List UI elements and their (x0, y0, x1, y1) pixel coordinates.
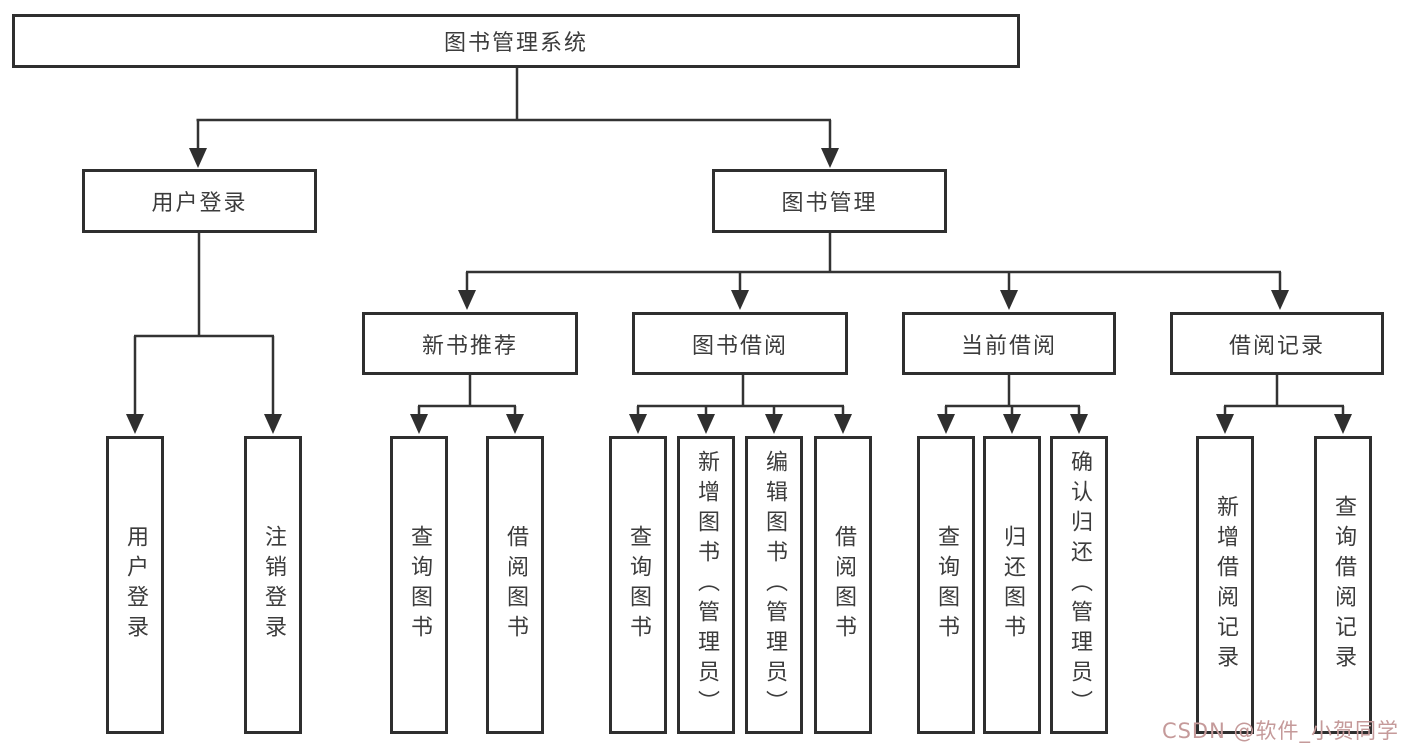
node-label: 图书管理 (781, 191, 878, 216)
leaf-user-login: 用户登录 (106, 436, 164, 734)
node-label: 新书推荐 (421, 333, 518, 359)
node-label: 查询图书 (934, 525, 959, 645)
node-user-login: 用户登录 (82, 169, 317, 233)
csdn-watermark: CSDN @软件_小贺同学 (1161, 719, 1399, 743)
node-label: 确认归还（管理员） (1067, 450, 1092, 720)
leaf-logout: 注销登录 (244, 436, 302, 734)
node-label: 借阅图书 (503, 525, 528, 645)
node-label: 图书借阅 (691, 333, 788, 359)
leaf-current-confirm-return: 确认归还（管理员） (1050, 436, 1108, 734)
node-label: 查询借阅记录 (1331, 495, 1356, 675)
node-label: 图书管理系统 (443, 31, 588, 56)
leaf-borrowing-borrow-book: 借阅图书 (814, 436, 872, 734)
leaf-records-query-record: 查询借阅记录 (1314, 436, 1372, 734)
node-current-borrowing: 当前借阅 (902, 312, 1116, 375)
node-label: 编辑图书（管理员） (762, 450, 787, 720)
node-label: 新增图书（管理员） (694, 450, 719, 720)
node-label: 用户登录 (123, 525, 148, 645)
node-label: 借阅图书 (831, 525, 856, 645)
node-label: 归还图书 (1000, 525, 1025, 645)
leaf-current-query-book: 查询图书 (917, 436, 975, 734)
node-book-borrowing: 图书借阅 (632, 312, 848, 375)
node-label: 借阅记录 (1228, 333, 1325, 359)
node-book-management: 图书管理 (712, 169, 947, 233)
node-label: 查询图书 (407, 525, 432, 645)
node-label: 新增借阅记录 (1213, 495, 1238, 675)
leaf-records-add-record: 新增借阅记录 (1196, 436, 1254, 734)
node-label: 用户登录 (151, 191, 248, 216)
leaf-recommend-borrow-book: 借阅图书 (486, 436, 544, 734)
leaf-borrowing-query-book: 查询图书 (609, 436, 667, 734)
leaf-borrowing-edit-book: 编辑图书（管理员） (745, 436, 803, 734)
leaf-recommend-query-book: 查询图书 (390, 436, 448, 734)
node-borrowing-records: 借阅记录 (1170, 312, 1384, 375)
leaf-borrowing-add-book: 新增图书（管理员） (677, 436, 735, 734)
node-label: 当前借阅 (960, 333, 1057, 359)
node-label: 查询图书 (626, 525, 651, 645)
node-library-system: 图书管理系统 (12, 14, 1020, 68)
node-new-book-recommend: 新书推荐 (362, 312, 578, 375)
leaf-current-return-book: 归还图书 (983, 436, 1041, 734)
node-label: 注销登录 (261, 525, 286, 645)
